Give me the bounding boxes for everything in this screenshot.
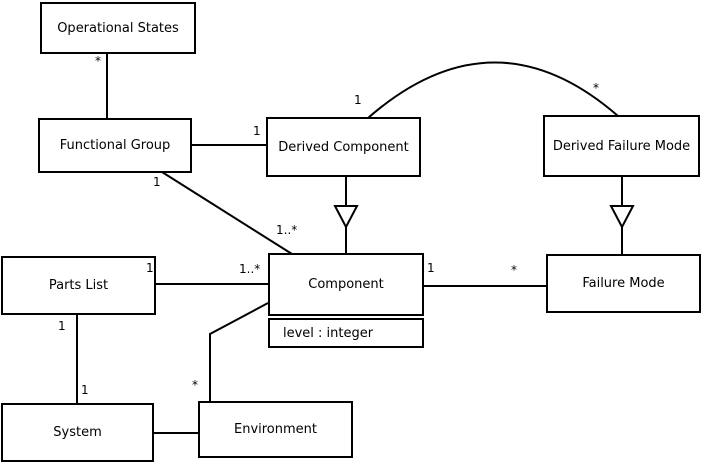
edge-derived-component-derived-failure-mode-arc — [367, 61, 619, 119]
multiplicity-label: 1 — [81, 383, 89, 397]
class-node-system: System — [1, 403, 154, 462]
class-label: Functional Group — [59, 138, 171, 153]
class-label: Parts List — [48, 278, 109, 293]
class-label: Component — [308, 277, 384, 292]
multiplicity-label: * — [95, 54, 101, 68]
class-node-component-attributes: level : integer — [268, 318, 424, 348]
multiplicity-label: 1 — [427, 261, 435, 275]
multiplicity-label: 1 — [58, 319, 66, 333]
class-node-operational-states: Operational States — [40, 2, 196, 54]
multiplicity-label: 1 — [146, 261, 154, 275]
multiplicity-label: 1 — [253, 124, 261, 138]
multiplicity-label: * — [511, 263, 517, 277]
class-label: Operational States — [57, 20, 179, 36]
class-label: Environment — [233, 422, 317, 437]
class-label: Derived Failure Mode — [552, 138, 691, 154]
multiplicity-label: 1..* — [276, 223, 298, 237]
multiplicity-label: 1 — [153, 175, 161, 189]
attribute-label: level : integer — [283, 325, 374, 341]
class-label: System — [53, 425, 102, 440]
class-node-failure-mode: Failure Mode — [546, 254, 701, 313]
multiplicity-label: * — [192, 378, 198, 392]
multiplicity-label: 1..* — [239, 262, 261, 276]
class-label: Failure Mode — [582, 276, 665, 291]
multiplicity-label: 1 — [354, 93, 362, 107]
edge-environment-component — [209, 302, 269, 401]
class-node-functional-group: Functional Group — [38, 118, 192, 173]
multiplicity-label: * — [593, 81, 599, 95]
class-node-derived-component: Derived Component — [266, 117, 421, 177]
generalization-triangle-icon — [609, 205, 635, 230]
class-node-derived-failure-mode: Derived Failure Mode — [543, 115, 700, 177]
class-node-environment: Environment — [198, 401, 353, 458]
class-node-component: Component — [268, 253, 424, 316]
class-label: Derived Component — [278, 139, 409, 155]
generalization-triangle-icon — [333, 205, 359, 230]
edge-functional-group-component — [161, 171, 293, 255]
class-node-parts-list: Parts List — [1, 256, 156, 315]
